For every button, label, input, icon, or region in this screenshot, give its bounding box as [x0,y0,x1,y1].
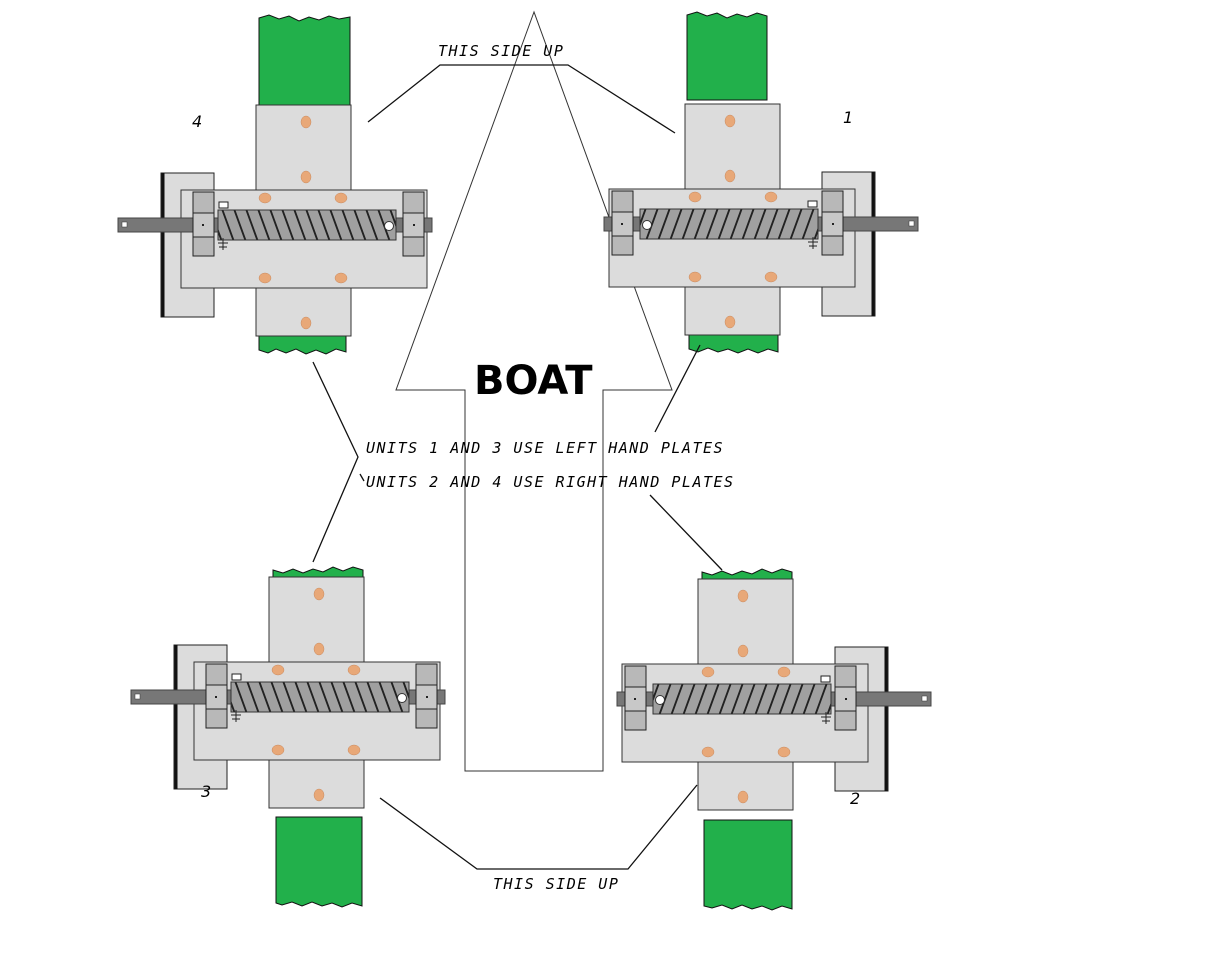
unit-number-3: 3 [201,782,211,801]
top-label: THIS SIDE UP [438,42,564,60]
leader-lines [312,64,723,870]
unit-number-2: 2 [850,789,860,808]
note-line-1: UNITS 1 AND 3 USE LEFT HAND PLATES [366,439,724,457]
unit-number-1: 1 [843,108,853,127]
unit-2 [615,568,933,911]
boat-outline [395,10,673,772]
bottom-label: THIS SIDE UP [493,875,619,893]
unit-1 [602,11,920,354]
boat-title: BOAT [474,358,593,404]
unit-4 [116,14,434,355]
unit-3 [129,566,447,908]
green-strip-bottom [258,335,347,355]
green-strip-top [258,14,351,107]
unit-number-4: 4 [192,112,202,131]
note-line-2: UNITS 2 AND 4 USE RIGHT HAND PLATES [366,473,735,491]
